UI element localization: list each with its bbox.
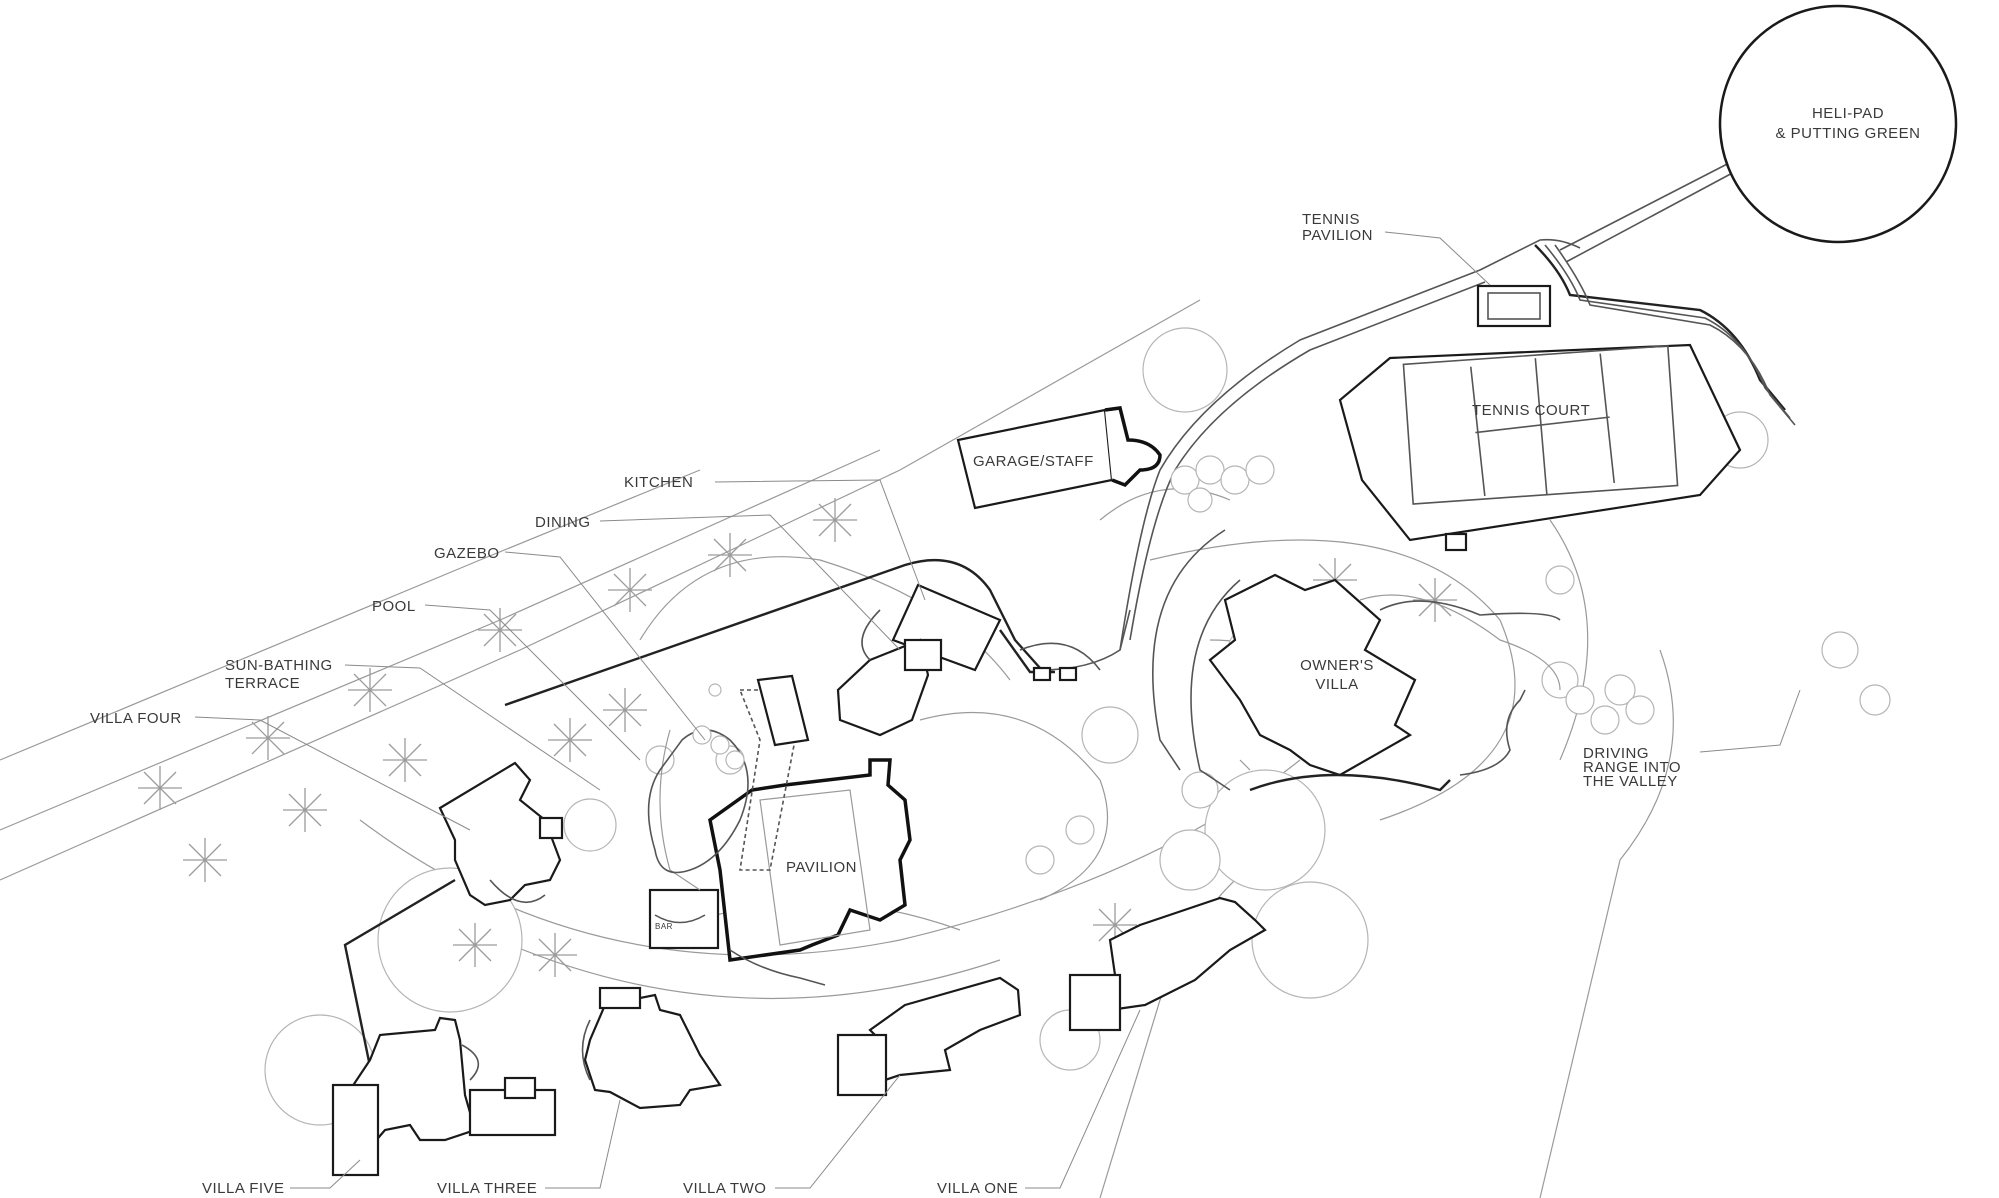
tennis-pavilion-label-line2: PAVILION — [1302, 227, 1373, 244]
driving-range-label-line2: RANGE INTO — [1583, 759, 1681, 776]
villa-five-label: VILLA FIVE — [202, 1180, 285, 1197]
leader-lines — [194, 231, 1801, 1189]
driving-range-label-line1: DRIVING — [1583, 745, 1649, 762]
villa-one — [1068, 896, 1267, 1032]
kitchen-label: KITCHEN — [624, 474, 693, 491]
tennis-court-label: TENNIS COURT — [1472, 402, 1590, 419]
gazebo-label: GAZEBO — [434, 545, 500, 562]
pool-terrace — [647, 674, 810, 891]
helipad-label-line2: & PUTTING GREEN — [1775, 125, 1920, 142]
villa-five — [331, 1016, 557, 1177]
owners-villa-label-line2: VILLA — [1315, 676, 1358, 693]
bar-label: BAR — [655, 922, 673, 931]
villa-two-label: VILLA TWO — [683, 1180, 766, 1197]
garage-staff — [956, 406, 1162, 510]
trees — [264, 327, 1891, 1155]
sun-bathing-terrace-label-line2: TERRACE — [225, 675, 300, 692]
helipad-circle — [1718, 4, 1958, 244]
tennis-area — [1338, 284, 1742, 552]
tennis-pavilion-label-line1: TENNIS — [1302, 211, 1360, 228]
villa-three-label: VILLA THREE — [437, 1180, 537, 1197]
owners-villa — [1152, 529, 1561, 792]
pool-label: POOL — [372, 598, 416, 615]
villa-three — [581, 986, 722, 1110]
owners-villa-label-line1: OWNER'S — [1300, 657, 1374, 674]
villa-two — [836, 976, 1022, 1097]
pavilion — [648, 758, 912, 986]
driving-range-label-line3: THE VALLEY — [1583, 773, 1678, 790]
garage-staff-label: GARAGE/STAFF — [973, 453, 1094, 470]
pavilion-label: PAVILION — [786, 859, 857, 876]
villa-one-label: VILLA ONE — [937, 1180, 1018, 1197]
villa-four-label: VILLA FOUR — [90, 710, 182, 727]
villa-four — [343, 761, 564, 1116]
sun-bathing-terrace-label-line1: SUN-BATHING — [225, 657, 333, 674]
labels: HELI-PAD & PUTTING GREEN TENNIS PAVILION… — [90, 105, 1920, 1197]
dining-label: DINING — [535, 514, 591, 531]
kitchen-dining — [836, 583, 1101, 737]
helipad-label-line1: HELI-PAD — [1812, 105, 1884, 122]
